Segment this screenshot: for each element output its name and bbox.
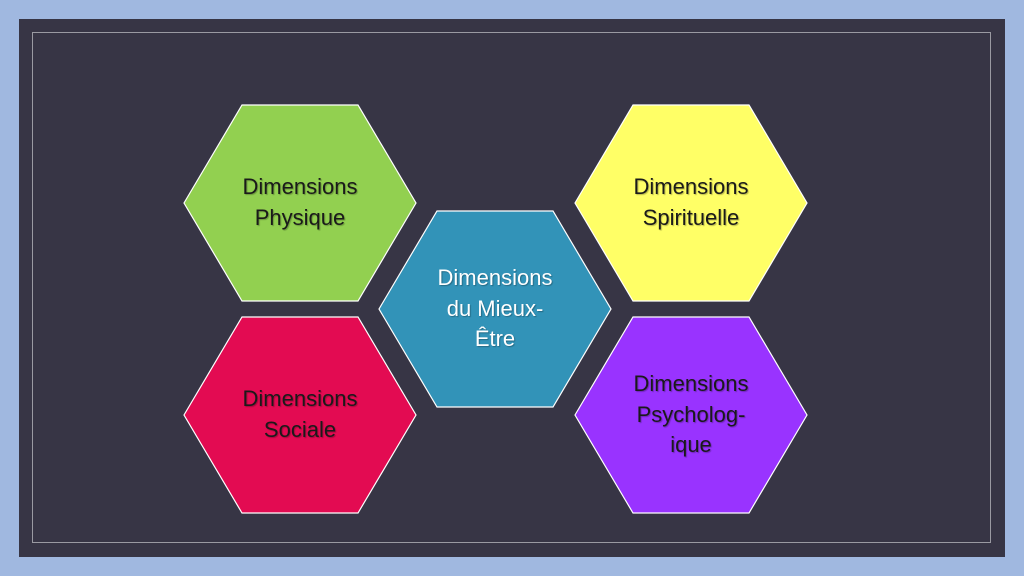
hexagon-spirituelle [574, 104, 808, 302]
hexagon-sociale [183, 316, 417, 514]
hexagon-psychologique [574, 316, 808, 514]
hexagon-physique [183, 104, 417, 302]
hexagon-mieux-etre [378, 210, 612, 408]
